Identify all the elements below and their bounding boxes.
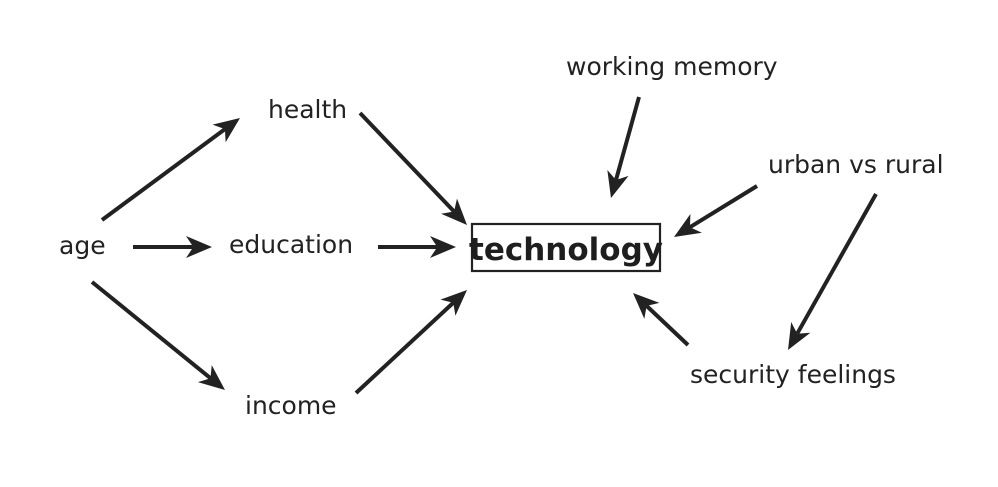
- node-technology: technology: [469, 232, 663, 268]
- arrow-health-to-technology: [358, 111, 467, 225]
- arrow-age-to-health: [100, 118, 240, 222]
- arrow-security-feelings-to-technology: [633, 293, 690, 347]
- edges-layer: [90, 96, 878, 395]
- node-age: age: [59, 231, 106, 260]
- node-health: health: [268, 95, 347, 124]
- arrow-working-memory-to-technology-head: [607, 170, 629, 198]
- arrow-health-to-technology-head: [441, 198, 467, 225]
- arrow-urban-vs-rural-to-technology: [674, 184, 759, 237]
- arrow-age-to-education: [133, 236, 212, 258]
- arrow-age-to-education-head: [186, 236, 212, 258]
- arrow-security-feelings-to-technology-line: [645, 304, 690, 347]
- arrow-age-to-income: [90, 280, 225, 390]
- arrow-income-to-technology-line: [354, 301, 455, 395]
- node-education: education: [229, 230, 353, 259]
- node-working-memory: working memory: [566, 52, 778, 81]
- arrow-security-feelings-to-technology-head: [633, 293, 660, 319]
- arrow-income-to-technology-head: [440, 290, 467, 316]
- arrow-urban-vs-rural-to-technology-head: [674, 214, 702, 237]
- arrow-urban-vs-rural-to-security-feelings: [788, 193, 878, 350]
- node-security-feelings: security feelings: [690, 360, 896, 389]
- arrow-education-to-technology-head: [430, 236, 456, 258]
- arrow-urban-vs-rural-to-security-feelings-head: [788, 321, 811, 350]
- arrow-working-memory-to-technology-line: [614, 96, 641, 181]
- node-urban-vs-rural: urban vs rural: [768, 150, 944, 179]
- arrow-age-to-income-head: [197, 365, 225, 390]
- arrow-age-to-income-line: [90, 280, 212, 380]
- arrow-urban-vs-rural-to-security-feelings-line: [795, 193, 878, 335]
- arrow-health-to-technology-line: [358, 111, 456, 213]
- arrow-education-to-technology: [378, 236, 456, 258]
- arrow-urban-vs-rural-to-technology-line: [688, 184, 759, 229]
- arrow-working-memory-to-technology: [607, 96, 641, 198]
- labels-layer: technology age health education income w…: [59, 52, 944, 420]
- arrow-income-to-technology: [354, 290, 467, 395]
- technology-box: [470, 222, 662, 273]
- arrow-age-to-health-head: [212, 118, 240, 143]
- node-income: income: [245, 391, 337, 420]
- arrow-age-to-health-line: [100, 127, 227, 222]
